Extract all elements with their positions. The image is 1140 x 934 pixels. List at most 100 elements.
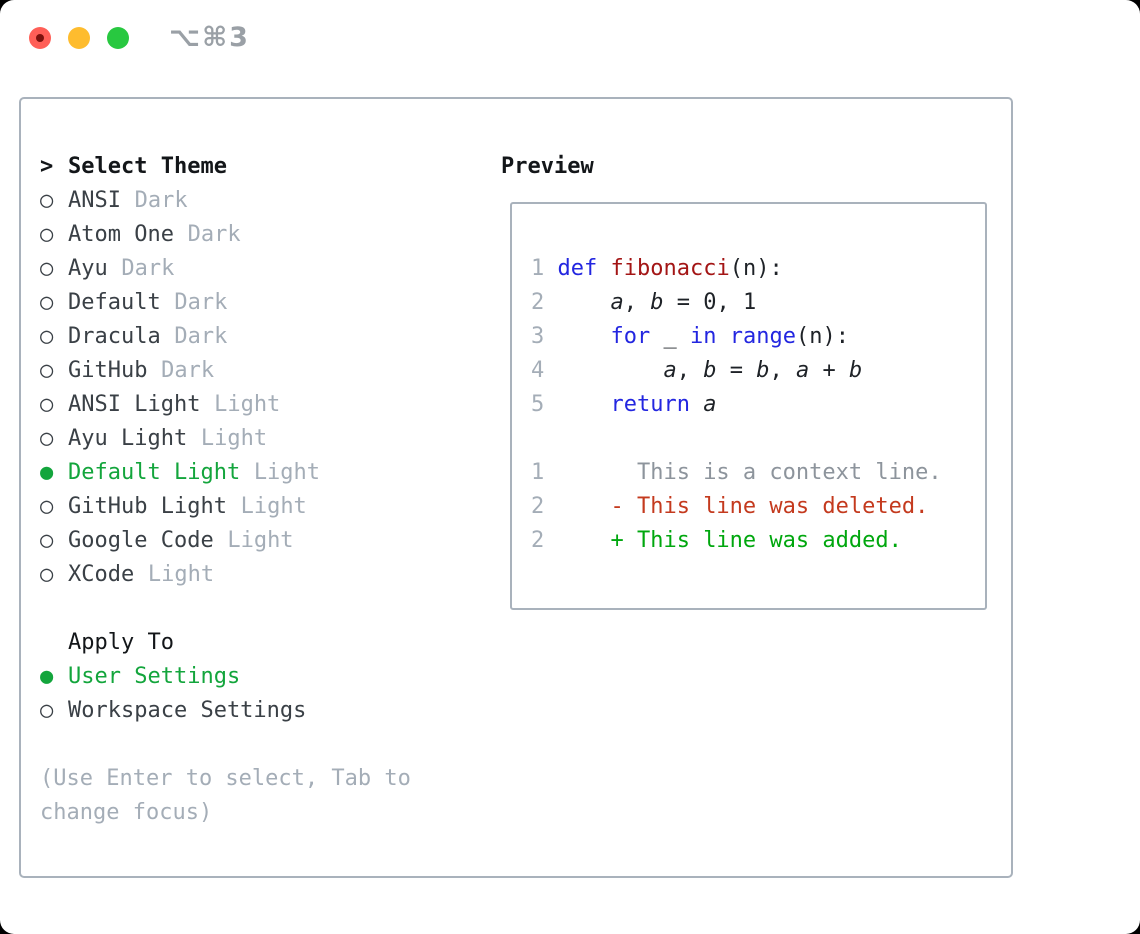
theme-name: GitHub [68,358,148,383]
theme-variant: Dark [187,222,241,247]
radio-icon: ○ [40,698,54,723]
code-segment: (n): [795,324,849,349]
code-line: 2 - This line was deleted. [531,490,985,524]
code-line: 5 return a [531,388,985,422]
code-segment [690,392,703,417]
code-segment: , [623,290,651,315]
code-segment [716,324,729,349]
preview-pane: Preview 1 def fibonacci(n):2 a, b = 0, 1… [501,150,1001,610]
close-button[interactable] [29,27,51,49]
code-segment: in [689,324,717,349]
code-segment: 5 [531,392,558,417]
apply-to-label: User Settings [68,664,241,689]
theme-name: GitHub Light [68,494,227,519]
zoom-button[interactable] [107,27,129,49]
code-segment: 2 [531,528,545,553]
theme-option[interactable]: ○ Google Code Light [40,524,480,558]
apply-to-option[interactable]: ● User Settings [40,660,480,694]
code-segment: b [756,358,770,383]
radio-icon: ○ [40,290,54,315]
theme-name: Default Light [68,460,241,485]
theme-name: Ayu [68,256,108,281]
theme-option[interactable]: ○ Dracula Dark [40,320,480,354]
radio-icon: ○ [40,392,54,417]
theme-variant: Light [147,562,215,587]
radio-icon: ● [40,460,54,485]
radio-icon: ○ [40,528,54,553]
theme-option[interactable]: ○ Atom One Dark [40,218,480,252]
code-line: 2 a, b = 0, 1 [531,286,985,320]
code-segment: b [650,290,664,315]
code-segment [597,256,610,281]
code-segment [558,358,664,383]
code-segment: a [795,358,810,383]
theme-option[interactable]: ○ Ayu Dark [40,252,480,286]
code-segment: , [769,358,796,383]
code-segment: - This line was deleted. [544,494,929,519]
code-segment: _ [650,324,690,349]
theme-option[interactable]: ○ XCode Light [40,558,480,592]
theme-option[interactable]: ○ Ayu Light Light [40,422,480,456]
apply-to-section: Apply To ● User Settings ○ Workspace Set… [40,626,480,728]
theme-name: Ayu Light [68,426,188,451]
code-segment [558,290,611,315]
code-line: 2 + This line was added. [531,524,985,558]
theme-menu-title: Select Theme [68,154,227,179]
preview-title: Preview [501,154,594,179]
theme-variant: Dark [121,256,175,281]
keyboard-shortcut-label: ⌥⌘3 [169,22,250,53]
apply-to-indent [40,626,68,660]
code-segment: This is a context line. [544,460,942,485]
code-segment: b [703,358,717,383]
theme-list: ○ ANSI Dark ○ Atom One Dark ○ Ayu Dark ○… [40,184,480,592]
theme-name: Google Code [68,528,214,553]
apply-to-list: ● User Settings ○ Workspace Settings [40,660,480,728]
code-segment: , [676,358,704,383]
theme-name: Atom One [68,222,174,247]
radio-icon: ○ [40,188,54,213]
code-segment: a [610,290,624,315]
theme-variant: Light [200,426,268,451]
minimize-button[interactable] [68,27,90,49]
code-segment: range [729,324,796,349]
code-line: 1 def fibonacci(n): [531,252,985,286]
code-segment: 1 [531,460,545,485]
theme-name: Default [68,290,161,315]
code-segment: + This line was added. [544,528,902,553]
theme-option[interactable]: ○ ANSI Dark [40,184,480,218]
radio-icon: ● [40,664,54,689]
code-segment: 2 [531,290,558,315]
code-segment: 3 [531,324,558,349]
apply-to-title: Apply To [68,630,174,655]
code-line: 1 This is a context line. [531,456,985,490]
code-segment: a [663,358,677,383]
cursor-icon: > [40,154,54,179]
radio-icon: ○ [40,222,54,247]
theme-option[interactable]: ○ GitHub Light Light [40,490,480,524]
window-titlebar: ⌥⌘3 [0,0,1140,78]
theme-option[interactable]: ○ ANSI Light Light [40,388,480,422]
apply-to-label: Workspace Settings [68,698,307,723]
code-segment: def [557,256,598,281]
theme-menu-header: > Select Theme [40,150,480,184]
code-segment: = [716,358,757,383]
help-text: (Use Enter to select, Tab to change focu… [40,766,411,825]
code-segment: return [610,392,690,417]
theme-variant: Dark [161,358,215,383]
radio-icon: ○ [40,358,54,383]
radio-icon: ○ [40,494,54,519]
apply-to-option[interactable]: ○ Workspace Settings [40,694,480,728]
code-segment: (n): [729,256,783,281]
theme-option[interactable]: ○ Default Dark [40,286,480,320]
theme-variant: Light [240,494,307,519]
apply-to-header: Apply To [40,626,480,660]
code-segment: fibonacci [610,256,730,281]
theme-option[interactable]: ● Default Light Light [40,456,480,490]
code-line: 3 for _ in range(n): [531,320,985,354]
theme-option[interactable]: ○ GitHub Dark [40,354,480,388]
radio-icon: ○ [40,324,54,349]
theme-name: ANSI [68,188,121,213]
theme-variant: Light [227,528,294,553]
